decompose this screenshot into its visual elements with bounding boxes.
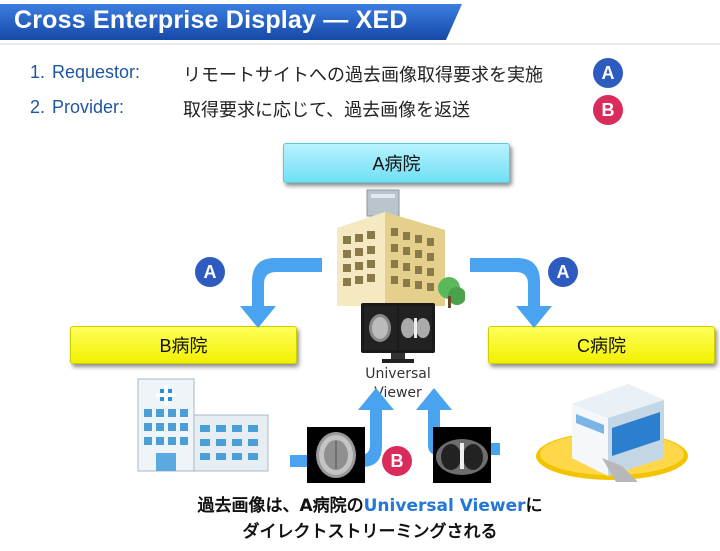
role-number-1: 1. [30,62,46,82]
hospital-b-building-icon [137,378,269,472]
diagram-title: Cross Enterprise Display — XED [14,6,408,34]
role-requestor-description: リモートサイトへの過去画像取得要求を実施 [183,65,543,86]
arrow-badge-right-icon: A [548,257,578,287]
hospital-b-box: B病院 [70,326,297,364]
arrow-badge-left-icon: A [195,257,225,287]
role-requestor: Requestor: [52,62,141,82]
role-provider-description: 取得要求に応じて、過去画像を返送 [183,100,471,121]
badge-b-icon: B [593,95,623,125]
caption-line2: ダイレクトストリーミングされる [242,522,498,542]
arrow-to-hospital-c-icon [470,258,552,328]
caption-line1-post: に [525,496,543,516]
chest-ct-image-icon [433,427,491,483]
universal-viewer-label: Universal Viewer [358,365,438,403]
caption: 過去画像は、A病院のUniversal Viewerに ダイレクトストリーミング… [150,493,590,545]
universal-viewer-monitor-icon [361,303,435,363]
hospital-a-label: A病院 [372,154,421,174]
arrow-badge-bottom-icon: B [382,446,412,476]
hospital-c-building-icon [536,384,688,482]
role-provider: Provider: [52,97,125,117]
hospital-c-box: C病院 [488,326,715,364]
title-banner [0,4,720,45]
hospital-a-box: A病院 [283,143,510,183]
hospital-b-label: B病院 [159,336,208,356]
arrow-from-hospital-b-icon [290,388,394,467]
hospital-c-label: C病院 [577,336,626,356]
viewer-label-line2: Viewer [374,385,422,401]
caption-line1: 過去画像は、A病院のUniversal Viewerに [150,493,590,519]
viewer-label-line1: Universal [365,366,431,382]
role-number-2: 2. [30,97,46,117]
caption-line1-pre: 過去画像は、A病院の [197,496,364,516]
brain-ct-image-icon [307,427,365,483]
caption-highlight: Universal Viewer [363,496,526,516]
hospital-a-building-icon [337,189,465,308]
badge-a-icon: A [593,58,623,88]
arrow-to-hospital-b-icon [240,258,322,328]
